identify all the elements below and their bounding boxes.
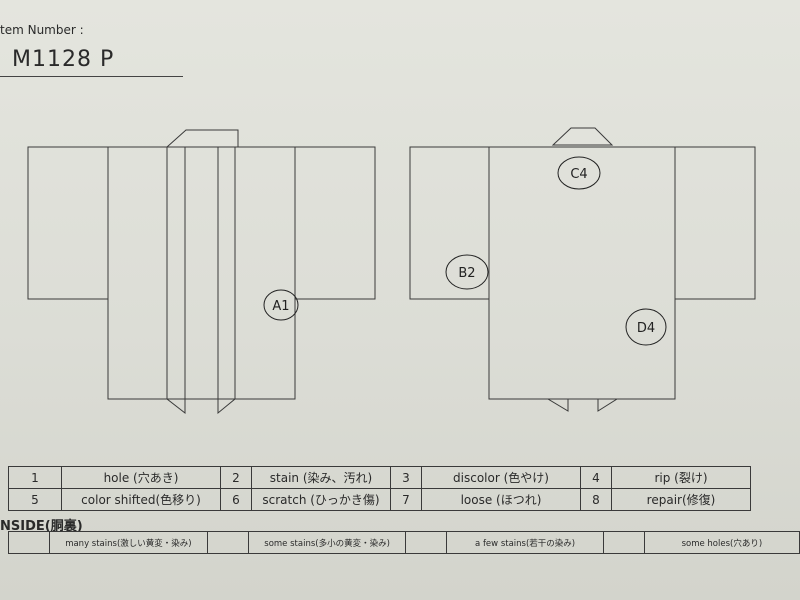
legend-number: 5 (8, 488, 62, 511)
legend-number: 7 (390, 488, 422, 511)
inside-checkbox[interactable] (206, 531, 249, 554)
front-body (107, 146, 296, 400)
back-right-sleeve (674, 146, 756, 300)
front-right-sleeve (294, 146, 376, 300)
legend-number: 2 (220, 466, 252, 489)
annotation-b2: B2 (458, 266, 475, 281)
inside-option: some stains(多小の黄変・染み) (247, 531, 407, 554)
back-collar (551, 127, 614, 146)
back-body (488, 146, 676, 400)
annotation-a1: A1 (272, 299, 289, 314)
garment-diagrams: A1 C4 B2 D4 (27, 127, 756, 415)
back-right-tab (597, 398, 619, 412)
back-view-diagram (409, 127, 756, 412)
legend-label: stain (染み、汚れ) (251, 466, 391, 489)
inside-checkbox[interactable] (7, 531, 51, 554)
legend-row: 5 color shifted(色移り) 6 scratch (ひっかき傷) 7… (8, 488, 751, 511)
front-right-lapel (217, 147, 236, 415)
legend-number: 3 (390, 466, 422, 489)
legend-label: color shifted(色移り) (61, 488, 221, 511)
inside-lining-title: NSIDE(胴裏) (0, 519, 83, 534)
back-left-tab (546, 398, 569, 412)
legend-label: loose (ほつれ) (421, 488, 581, 511)
legend-label: discolor (色やけ) (421, 466, 581, 489)
annotation-circle-d4 (625, 308, 667, 346)
item-number-value: M1128 P (12, 47, 115, 72)
annotation-d4: D4 (637, 321, 655, 336)
inside-option: many stains(激しい黄変・染み) (49, 531, 208, 554)
legend-label: hole (穴あき) (61, 466, 221, 489)
handwritten-annotations (263, 156, 667, 346)
legend-label: repair(修復) (611, 488, 751, 511)
legend-number: 8 (580, 488, 612, 511)
legend-number: 1 (8, 466, 62, 489)
inside-option: a few stains(若干の染み) (446, 531, 604, 554)
legend-row: 1 hole (穴あき) 2 stain (染み、汚れ) 3 discolor … (8, 466, 751, 489)
front-collar-top (165, 129, 239, 148)
legend-label: rip (裂け) (611, 466, 751, 489)
inside-lining-table: many stains(激しい黄変・染み) some stains(多小の黄変・… (7, 531, 800, 554)
annotation-circle-a1 (263, 289, 299, 321)
legend-label: scratch (ひっかき傷) (251, 488, 391, 511)
annotation-c4: C4 (570, 167, 587, 182)
item-number-label: tem Number : (0, 23, 84, 37)
back-left-sleeve (409, 146, 490, 300)
inside-checkbox[interactable] (602, 531, 645, 554)
damage-legend-table: 1 hole (穴あき) 2 stain (染み、汚れ) 3 discolor … (8, 466, 751, 511)
inside-checkbox[interactable] (405, 531, 448, 554)
front-left-sleeve (27, 146, 109, 300)
front-view-diagram (27, 129, 376, 415)
legend-number: 4 (580, 466, 612, 489)
annotation-circle-c4 (557, 156, 601, 190)
legend-number: 6 (220, 488, 252, 511)
inside-option: some holes(穴あり) (643, 531, 800, 554)
front-left-lapel (166, 147, 186, 415)
annotation-circle-b2 (445, 254, 489, 290)
item-number-underline (0, 76, 183, 77)
inside-row: many stains(激しい黄変・染み) some stains(多小の黄変・… (7, 531, 800, 554)
